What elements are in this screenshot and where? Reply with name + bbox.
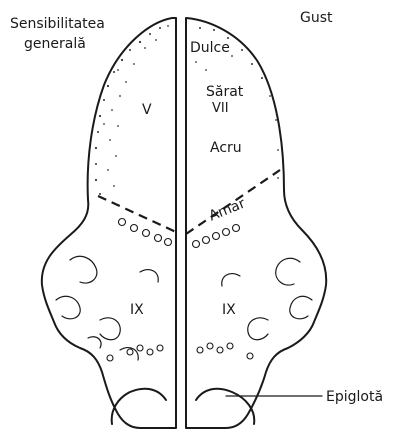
epiglottis-label: Epiglotă	[326, 389, 383, 405]
bitter-label: Amar	[207, 196, 248, 225]
right-vallate-papillae	[193, 225, 240, 248]
epiglottis-left-shape	[112, 389, 166, 424]
sour-label: Acru	[210, 140, 242, 156]
right-tongue-half-outline	[186, 18, 326, 428]
sweet-label: Dulce	[190, 40, 230, 56]
salty-label: Sărat	[206, 84, 244, 100]
left-vallate-papillae	[119, 219, 172, 246]
nerve-ix-left-label: IX	[130, 302, 144, 318]
nerve-vii-label: VII	[212, 101, 229, 116]
taste-label: Gust	[300, 10, 333, 26]
general-sensitivity-label-line2: generală	[24, 36, 86, 52]
left-stipple-texture	[95, 25, 169, 195]
left-tonsil-texture	[56, 256, 163, 361]
general-sensitivity-label-line1: Sensibilitatea	[10, 16, 105, 32]
nerve-ix-right-label: IX	[222, 302, 236, 318]
nerve-v-label: V	[142, 102, 152, 118]
